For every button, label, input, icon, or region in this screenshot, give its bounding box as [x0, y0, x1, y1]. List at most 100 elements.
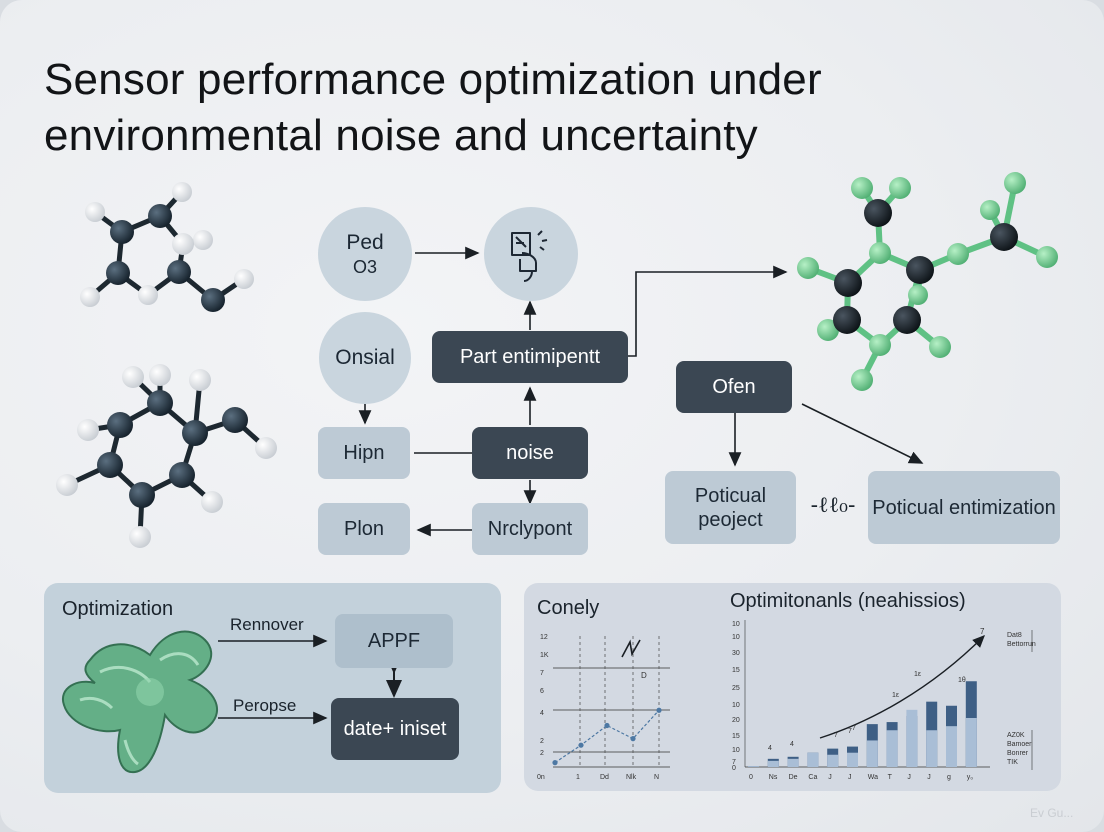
- line-x-tick: Dd: [600, 774, 609, 781]
- line-x-tick: N: [654, 774, 659, 781]
- bar-trend-arrow: [819, 635, 985, 739]
- sensor-document-icon: [511, 230, 548, 282]
- bar-x-tick: De: [789, 774, 798, 781]
- bar-trend-label: 7: [980, 627, 985, 636]
- rennover-label: Rennover: [230, 615, 304, 634]
- line-chart-title: Conely: [537, 597, 600, 619]
- node-nrclypont: Nrclypont: [472, 503, 588, 555]
- line-point: [578, 742, 584, 748]
- bar-light: [965, 718, 977, 767]
- line-series: [554, 709, 660, 764]
- node-poticual-peoject: Poticual peoject: [665, 471, 796, 544]
- bar-light: [866, 740, 878, 767]
- node-onsial: Onsial: [319, 312, 411, 404]
- bar-y-tick: 25: [732, 685, 740, 692]
- bar-data-label: 7: [852, 725, 856, 732]
- line-x-tick: 1: [576, 774, 580, 781]
- node-sensor-icon-circle: [484, 207, 578, 301]
- bar-light: [886, 730, 898, 767]
- bar-data-label: 7: [848, 728, 852, 735]
- bar-x-tick: y₀: [967, 774, 974, 781]
- bar-x-tick: J: [927, 774, 931, 781]
- line-point: [630, 736, 636, 742]
- arrow-ofen-to-entimization: [801, 403, 924, 464]
- bar-right-label: Bamoer: [1007, 741, 1032, 748]
- arrow-part-to-molecule: [628, 265, 788, 357]
- bar-light: [767, 760, 779, 767]
- bar-right-label: Dat8: [1007, 632, 1022, 639]
- bar-light: [906, 709, 918, 767]
- bar-x-tick: Ca: [808, 774, 817, 781]
- bar-y-tick: 10: [732, 621, 740, 628]
- bar-y-tick: 0: [732, 765, 736, 772]
- bar-light: [748, 766, 759, 767]
- line-y-tick: 4: [540, 710, 544, 717]
- bar-chart-title: Optimitonanls (neahissios): [730, 590, 966, 612]
- node-ofen: Ofen: [676, 361, 792, 413]
- bar-y-tick: 15: [732, 667, 740, 674]
- bar-right-label: Bettorrun: [1007, 641, 1036, 648]
- bar-x-tick: 0: [749, 774, 753, 781]
- node-noise: noise: [472, 427, 588, 479]
- optimization-heading: Optimization: [62, 598, 174, 620]
- node-ped-label: Ped: [346, 231, 384, 254]
- bar-x-tick: T: [888, 774, 893, 781]
- bar-y-tick: 7: [732, 759, 736, 766]
- green-molecule-blob-icon: [61, 630, 219, 774]
- bar-light: [787, 758, 799, 767]
- node-ped-o3: Ped O3: [318, 207, 412, 301]
- bar-x-tick: g: [947, 774, 951, 781]
- bar-x-tick: J: [907, 774, 911, 781]
- bar-right-label: Bonrer: [1007, 750, 1029, 757]
- bar-data-label: 1θ: [958, 677, 966, 684]
- bar-y-tick: 30: [732, 650, 740, 657]
- line-point: [552, 760, 558, 766]
- bar-y-tick: 10: [732, 634, 740, 641]
- line-y-tick: 12: [540, 634, 548, 641]
- node-part-entimipentt: Part entimipentt: [432, 331, 628, 383]
- bar-light: [847, 752, 858, 767]
- molecule-1-icon: [80, 182, 254, 312]
- bar-data-label: 1ε: [892, 692, 899, 699]
- bar-y-tick: 15: [732, 733, 740, 740]
- line-y-tick: 2: [540, 738, 544, 745]
- bar-y-tick: 20: [732, 717, 740, 724]
- line-point: [604, 722, 610, 729]
- line-y-tick: 1K: [540, 652, 549, 659]
- bar-x-tick: Ns: [769, 774, 778, 781]
- bar-right-label: AZ0K: [1007, 732, 1025, 739]
- line-point: [656, 707, 662, 713]
- node-hipn: Hipn: [318, 427, 410, 479]
- molecule-3-icon: [797, 172, 1058, 391]
- bar-data-label: 7: [834, 732, 838, 739]
- bar-y-tick: 10: [732, 747, 740, 754]
- molecule-2-icon: [56, 364, 277, 548]
- bar-data-label: 1ε: [914, 671, 921, 678]
- bar-right-label: TIK: [1007, 759, 1018, 766]
- line-x-tick: 0n: [537, 774, 545, 781]
- bar-x-tick: Wa: [868, 774, 878, 781]
- bar-y-tick: 10: [732, 702, 740, 709]
- node-onsial-label: Onsial: [335, 346, 395, 369]
- connector-glyph: -ℓℓ₀-: [810, 493, 856, 518]
- watermark: Ev Gu...: [1030, 806, 1074, 820]
- node-o3-label: O3: [352, 257, 377, 277]
- bar-data-label: 4: [790, 741, 794, 748]
- line-point-label: D: [641, 671, 647, 680]
- bar-data-label: 4: [768, 745, 772, 752]
- page-title: Sensor performance optimization under en…: [44, 55, 822, 160]
- bar-light: [827, 754, 839, 767]
- bar-x-tick: J: [828, 774, 832, 781]
- bar-light: [926, 730, 938, 767]
- line-zigzag-annotation: [621, 639, 641, 658]
- node-poticual-entimization: Poticual entimization: [868, 471, 1060, 544]
- line-y-tick: 7: [540, 670, 544, 677]
- bar-light: [946, 726, 957, 767]
- node-appf: APPF: [335, 614, 453, 668]
- bar-light: [807, 752, 819, 767]
- bar-x-tick: J: [848, 774, 852, 781]
